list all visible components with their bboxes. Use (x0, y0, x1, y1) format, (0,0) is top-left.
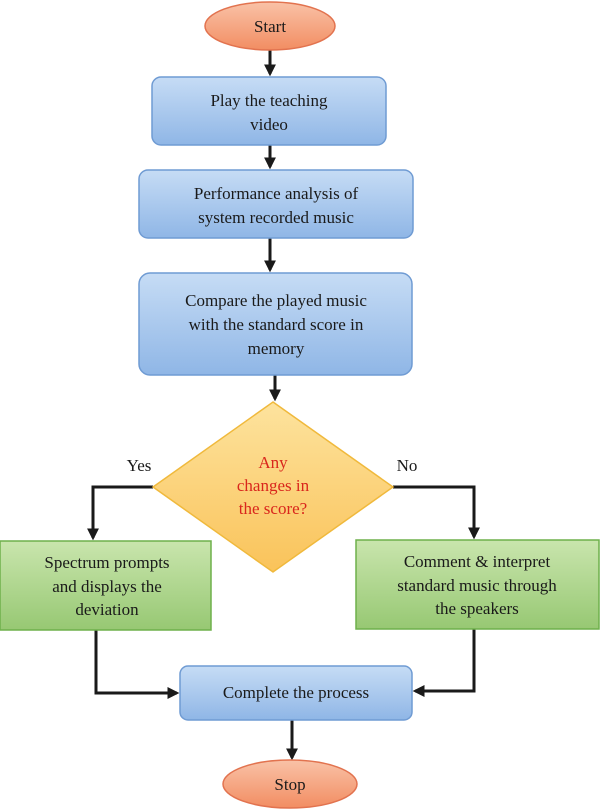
edges (87, 48, 480, 761)
edge-decision-yes (87, 485, 153, 541)
edge-no-box-to-complete (412, 629, 476, 697)
yes-box-spectrum: Spectrum prompts and displays the deviat… (0, 540, 212, 631)
stop-label: Stop (274, 775, 305, 794)
yes-box-line2: and displays the (52, 577, 162, 596)
decision-line3: the score? (239, 499, 307, 518)
branch-yes-label: Yes (127, 456, 152, 475)
decision-node: Any changes in the score? (151, 401, 395, 573)
no-box-line1: Comment & interpret (404, 552, 551, 571)
step-performance-analysis-line2: system recorded music (198, 208, 354, 227)
branch-no-label: No (397, 456, 418, 475)
step-compare-score-line1: Compare the played music (185, 291, 367, 310)
step-play-video: Play the teaching video (151, 76, 387, 146)
start-node: Start (204, 1, 336, 51)
no-box-line3: the speakers (435, 599, 519, 618)
no-box-comment: Comment & interpret standard music throu… (355, 539, 600, 630)
start-label: Start (254, 17, 286, 36)
step-performance-analysis-line1: Performance analysis of (194, 184, 359, 203)
decision-line1: Any (258, 453, 288, 472)
stop-node: Stop (222, 759, 358, 809)
step-play-video-line2: video (250, 115, 288, 134)
no-box-line2: standard music through (397, 576, 557, 595)
step-compare-score: Compare the played music with the standa… (138, 272, 413, 376)
complete-label: Complete the process (223, 683, 369, 702)
complete-process-node: Complete the process (179, 665, 413, 721)
decision-line2: changes in (237, 476, 310, 495)
edge-decision-no (393, 485, 480, 540)
step-performance-analysis: Performance analysis of system recorded … (138, 169, 414, 239)
step-compare-score-line3: memory (248, 339, 305, 358)
step-play-video-line1: Play the teaching (210, 91, 328, 110)
yes-box-line1: Spectrum prompts (44, 553, 169, 572)
edge-yes-box-to-complete (94, 630, 180, 699)
yes-box-line3: deviation (75, 600, 139, 619)
step-compare-score-line2: with the standard score in (189, 315, 364, 334)
